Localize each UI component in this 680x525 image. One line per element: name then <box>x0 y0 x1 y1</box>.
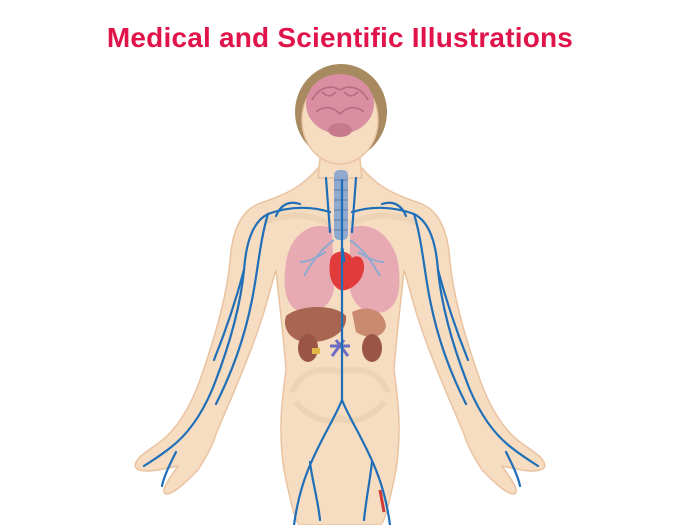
page-title: Medical and Scientific Illustrations <box>106 22 574 53</box>
lungs <box>284 225 400 313</box>
artery-hint <box>378 489 386 513</box>
abdominal-organs <box>284 307 386 362</box>
skeleton-hint <box>262 212 418 424</box>
body-silhouette <box>134 75 546 525</box>
brain <box>306 74 374 137</box>
veins <box>142 176 540 525</box>
